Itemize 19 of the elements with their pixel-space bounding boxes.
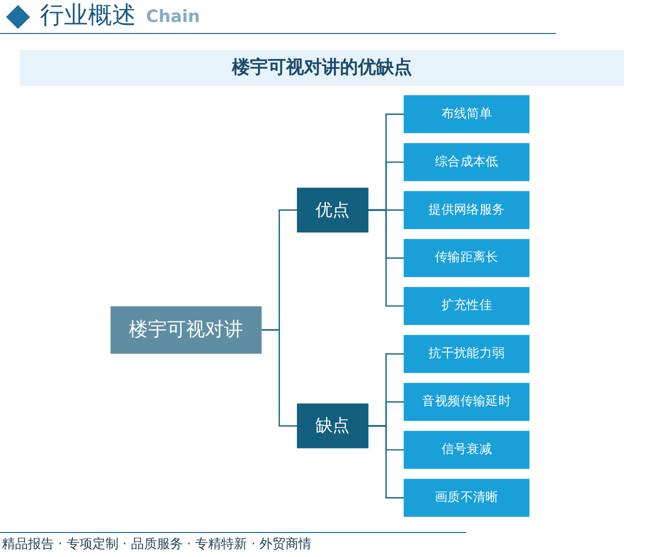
item-box: 扩充性佳 bbox=[404, 287, 530, 325]
connector-line bbox=[368, 425, 404, 498]
header-decoration-text: Chain bbox=[146, 6, 200, 29]
connector-line bbox=[368, 209, 404, 307]
item-box: 综合成本低 bbox=[404, 143, 530, 182]
item-box: 布线简单 bbox=[404, 95, 530, 134]
item-box: 音视频传输延时 bbox=[404, 382, 530, 421]
section-heading: 行业概述 bbox=[40, 0, 136, 31]
item-box: 信号衰减 bbox=[404, 430, 530, 469]
diagram-title: 楼宇可视对讲的优缺点 bbox=[20, 50, 624, 86]
item-box: 传输距离长 bbox=[404, 239, 530, 278]
item-box: 提供网络服务 bbox=[404, 191, 530, 230]
root-box: 楼宇可视对讲 bbox=[110, 306, 262, 354]
item-box: 抗干扰能力弱 bbox=[404, 334, 530, 373]
footer-slogan: 精品报告 · 专项定制 · 品质服务 · 专精特新 · 外贸商情 bbox=[2, 536, 312, 554]
category-box: 优点 bbox=[296, 188, 368, 232]
item-box: 画质不清晰 bbox=[404, 478, 530, 517]
connector-line bbox=[261, 329, 298, 427]
category-box: 缺点 bbox=[296, 404, 368, 448]
